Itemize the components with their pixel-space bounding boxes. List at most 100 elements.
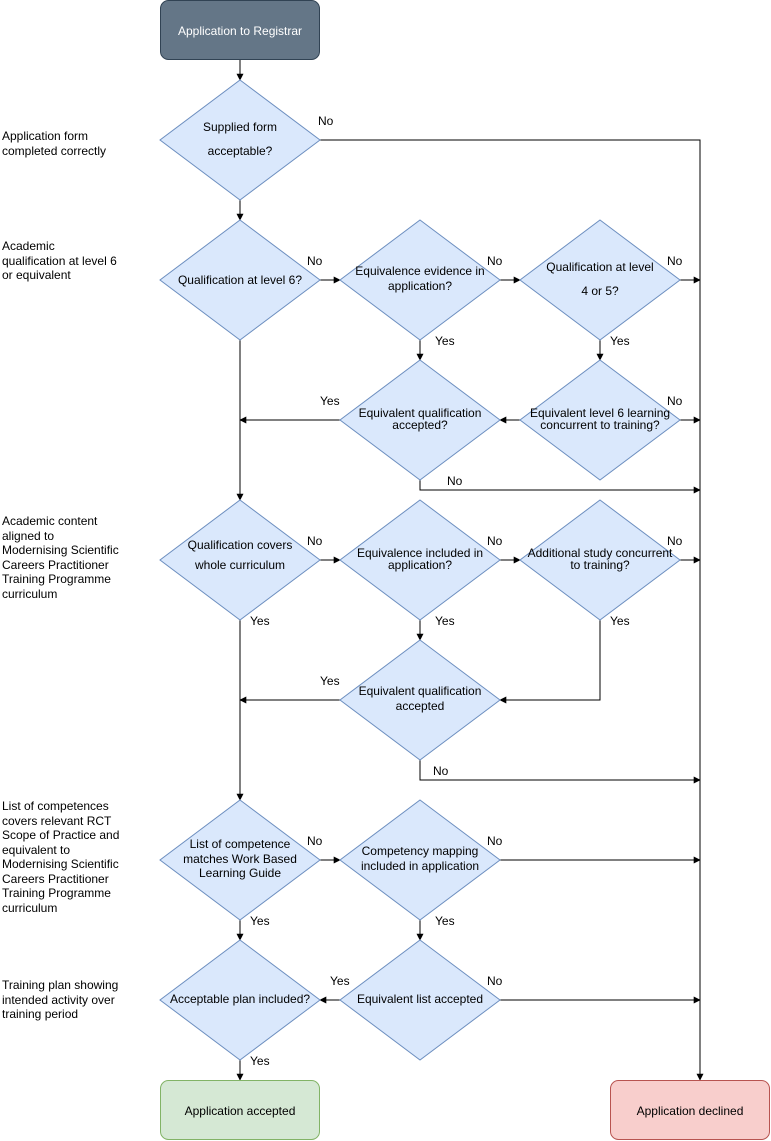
node-box	[160, 1080, 320, 1140]
decision-diamond	[159, 499, 321, 621]
edge-label-yes: Yes	[330, 974, 350, 988]
edge-label-yes: Yes	[250, 914, 270, 928]
edge-label-no: No	[667, 254, 683, 268]
decision-diamond	[339, 499, 501, 621]
edge-label-no: No	[487, 534, 503, 548]
node-label: whole curriculum	[194, 558, 285, 572]
connector-arrow	[320, 139, 704, 1081]
node-label: Qualification at level	[546, 260, 653, 274]
edge-label-no: No	[487, 974, 503, 988]
node-label: Supplied form	[203, 120, 277, 134]
node-label: Application to Registrar	[178, 24, 302, 38]
node-box	[610, 1080, 770, 1140]
decision-plan-included: Acceptable plan included?	[159, 939, 321, 1061]
node-label: Application declined	[637, 1104, 744, 1118]
side-label-training-plan: Training plan showing intended activity …	[2, 978, 119, 1021]
node-label: Learning Guide	[199, 866, 281, 880]
terminal-declined: Application declined	[610, 1080, 770, 1140]
node-label: 4 or 5?	[581, 284, 619, 298]
decision-diamond	[519, 499, 681, 621]
edge-label-no: No	[667, 534, 683, 548]
connector-arrow	[419, 480, 701, 494]
node-label: Application accepted	[185, 1104, 296, 1118]
decision-diamond	[339, 359, 501, 481]
decision-qual-l45: Qualification at level 4 or 5?	[519, 219, 681, 341]
edge-label-no: No	[307, 534, 323, 548]
node-label: Equivalent qualification	[359, 684, 482, 698]
side-label-competences: List of competences covers relevant RCT …	[2, 799, 120, 915]
terminal-start: Application to Registrar	[160, 0, 320, 60]
edge-label-no: No	[447, 474, 463, 488]
edge-label-yes: Yes	[610, 334, 630, 348]
decision-diamond	[519, 219, 681, 341]
connector-arrow	[419, 760, 701, 784]
decision-diamond	[159, 939, 321, 1061]
decision-covers-curriculum: Qualification covers whole curriculum	[159, 499, 321, 621]
edge-label-no: No	[487, 254, 503, 268]
decision-form-ok: Supplied form acceptable?	[159, 79, 321, 201]
decision-diamond	[159, 219, 321, 341]
decision-diamond	[339, 639, 501, 761]
edge-label-no: No	[318, 114, 334, 128]
node-label: accepted	[396, 699, 445, 713]
node-label: Additional study concurrent	[528, 546, 673, 560]
edge-label-yes: Yes	[320, 674, 340, 688]
decision-diamond	[519, 359, 681, 481]
node-label: Equivalent qualification	[359, 406, 482, 420]
node-label: Equivalence included in	[357, 546, 483, 560]
decision-equiv-list: Equivalent list accepted	[339, 939, 501, 1061]
node-label: Qualification at level 6?	[178, 273, 302, 287]
decision-diamond	[339, 799, 501, 921]
decision-diamond	[339, 219, 501, 341]
decision-qual-l6: Qualification at level 6?	[159, 219, 321, 341]
node-label: Acceptable plan included?	[170, 992, 310, 1006]
decision-diamond	[339, 939, 501, 1061]
node-label: acceptable?	[208, 144, 273, 158]
node-label: matches Work Based	[183, 852, 297, 866]
node-label: Equivalent list accepted	[357, 992, 483, 1006]
edge-label-yes: Yes	[320, 394, 340, 408]
connector-lines	[236, 60, 704, 1081]
edge-label-no: No	[307, 834, 323, 848]
node-box	[160, 0, 320, 60]
edge-label-yes: Yes	[435, 914, 455, 928]
decision-diamond	[159, 799, 321, 921]
connector-arrow	[499, 620, 601, 704]
side-label-qualification: Academic qualification at level 6 or equ…	[2, 239, 117, 282]
node-label: application?	[388, 279, 452, 293]
node-label: Equivalent level 6 learning	[530, 406, 670, 420]
edge-label-no: No	[487, 834, 503, 848]
edge-label-yes: Yes	[250, 614, 270, 628]
edge-label-no: No	[433, 764, 449, 778]
edge-label-no: No	[667, 394, 683, 408]
side-label-content: Academic content aligned to Modernising …	[2, 514, 119, 601]
edge-label-no: No	[307, 254, 323, 268]
node-label: Competency mapping	[362, 844, 479, 858]
node-label: List of competence	[190, 837, 291, 851]
node-label: to training?	[570, 558, 630, 572]
node-label: Qualification covers	[188, 538, 293, 552]
decision-diamond	[159, 79, 321, 201]
edge-label-yes: Yes	[250, 1054, 270, 1068]
node-label: Equivalence evidence in	[355, 264, 484, 278]
node-label: application?	[388, 558, 452, 572]
side-label-form: Application form completed correctly	[2, 129, 107, 158]
node-label: accepted?	[392, 418, 448, 432]
terminal-accepted: Application accepted	[160, 1080, 320, 1140]
edge-label-yes: Yes	[435, 614, 455, 628]
edge-label-yes: Yes	[435, 334, 455, 348]
node-label: concurrent to training?	[540, 418, 660, 432]
node-label: included in application	[361, 859, 479, 873]
edge-label-yes: Yes	[610, 614, 630, 628]
